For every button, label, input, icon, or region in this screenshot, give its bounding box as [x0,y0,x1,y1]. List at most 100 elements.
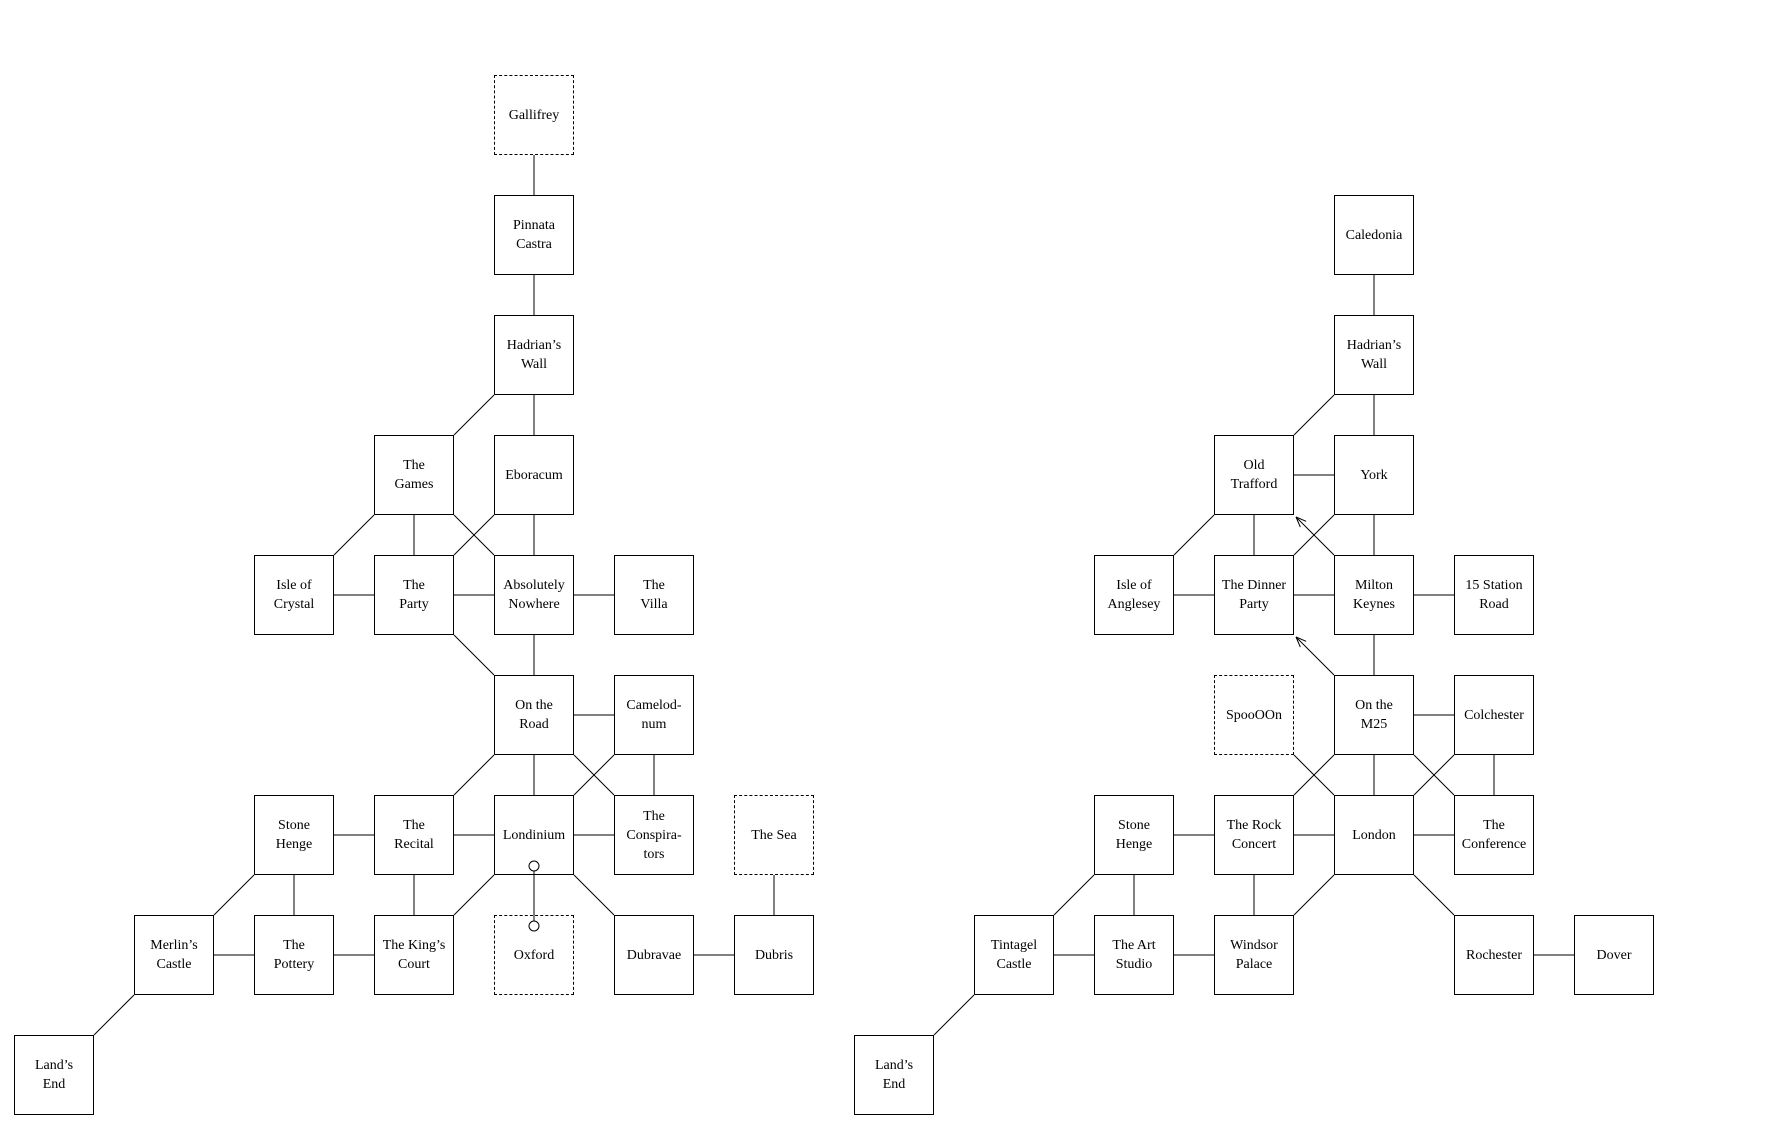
edge [453,874,495,916]
node-gallifreyan-map-isle-of-crystal: Isle of Crystal [254,555,334,635]
node-gallifreyan-map-londinium: Londinium [494,795,574,875]
node-label-line: Isle of [1116,578,1152,593]
node-label-line: Party [1239,597,1269,612]
node-label-line: Concert [1231,837,1277,852]
arrowhead [1295,516,1301,528]
edge [573,874,615,916]
node-label-line: Milton [1354,578,1394,593]
node-label-line: Isle of [276,578,312,593]
node-britain-map-colchester: Colchester [1454,675,1534,755]
node-label-line: Land’s [34,1058,74,1073]
node-label-line: Games [394,477,434,492]
node-label-line: The Sea [751,827,797,843]
edge [1293,754,1335,796]
node-label-line: Crystal [273,597,315,612]
node-label-line: Anglesey [1107,597,1161,612]
node-label-line: Hadrian’s [1346,338,1402,353]
node-label-line: Wall [520,357,548,372]
node-label-line: Villa [640,597,668,612]
edge [1293,394,1335,436]
node-label-line: The [643,808,665,824]
node-label-line: Camelod- [626,698,682,713]
node-label-line: Trafford [1230,477,1278,492]
node-label-line: The Dinner [1221,578,1287,593]
node-label-line: The King’s [382,938,446,953]
node-label-line: Palace [1235,957,1273,972]
edge [453,394,495,436]
edge [1293,754,1335,796]
edge [573,754,615,796]
edge [573,754,615,796]
node-label-line: Old [1243,458,1265,473]
node-label-line: Studio [1115,957,1153,972]
node-label-line: Party [399,597,429,612]
edge [453,754,495,796]
edge [1053,874,1095,916]
node-label-line: Conspira- [626,827,682,843]
arrowhead [1295,516,1307,522]
node-label-line: Londinium [502,827,566,843]
node-label-line: Windsor [1230,938,1278,953]
node-label-line: Stone [278,818,310,833]
node-label-line: Road [1479,597,1509,612]
node-label-line: Castle [996,957,1032,972]
node-label-line: Gallifrey [508,107,560,123]
node-label-line: The Rock [1226,818,1282,833]
node-label-line: Merlin’s [150,938,198,953]
node-label-line: M25 [1360,717,1388,732]
edge [933,994,975,1036]
node-label-line: Oxford [513,947,555,963]
edge [1295,636,1335,676]
node-gallifreyan-map-gallifrey: Gallifrey [494,75,574,155]
node-gallifreyan-map-oxford: Oxford [494,915,574,995]
arrowhead [1295,636,1307,642]
node-label-line: Pinnata [513,218,555,233]
edge [1295,516,1335,556]
node-britain-map-caledonia: Caledonia [1334,195,1414,275]
node-gallifreyan-map-the-sea: The Sea [734,795,814,875]
node-label-line: Stone [1118,818,1150,833]
edge [1413,754,1455,796]
node-gallifreyan-map-dubravae: Dubravae [614,915,694,995]
node-britain-map-isle-of-anglesey: Isle of Anglesey [1094,555,1174,635]
node-gallifreyan-map-camelodnum: Camelod-num [614,675,694,755]
edge [453,514,495,556]
node-britain-map-york: York [1334,435,1414,515]
node-label-line: Colchester [1464,707,1524,723]
node-gallifreyan-map-eboracum: Eboracum [494,435,574,515]
node-label-line: SpooOOn [1225,707,1282,723]
node-label-line: Hadrian’s [506,338,562,353]
node-label-line: The [643,578,665,593]
node-label-line: York [1360,467,1388,483]
node-label-line: Castra [516,237,552,252]
node-label-line: The [1483,818,1505,833]
node-britain-map-dover: Dover [1574,915,1654,995]
node-label-line: Recital [394,837,434,852]
node-label-line: End [882,1077,906,1092]
edge [453,514,495,556]
edge [1293,874,1335,916]
node-label-line: tors [643,846,665,862]
node-label-line: The Art [1112,938,1156,953]
node-label-line: Absolutely [503,578,565,593]
node-label-line: Dover [1596,947,1632,963]
node-label-line: Wall [1360,357,1388,372]
edge [213,874,255,916]
node-label-line: The [403,818,425,833]
